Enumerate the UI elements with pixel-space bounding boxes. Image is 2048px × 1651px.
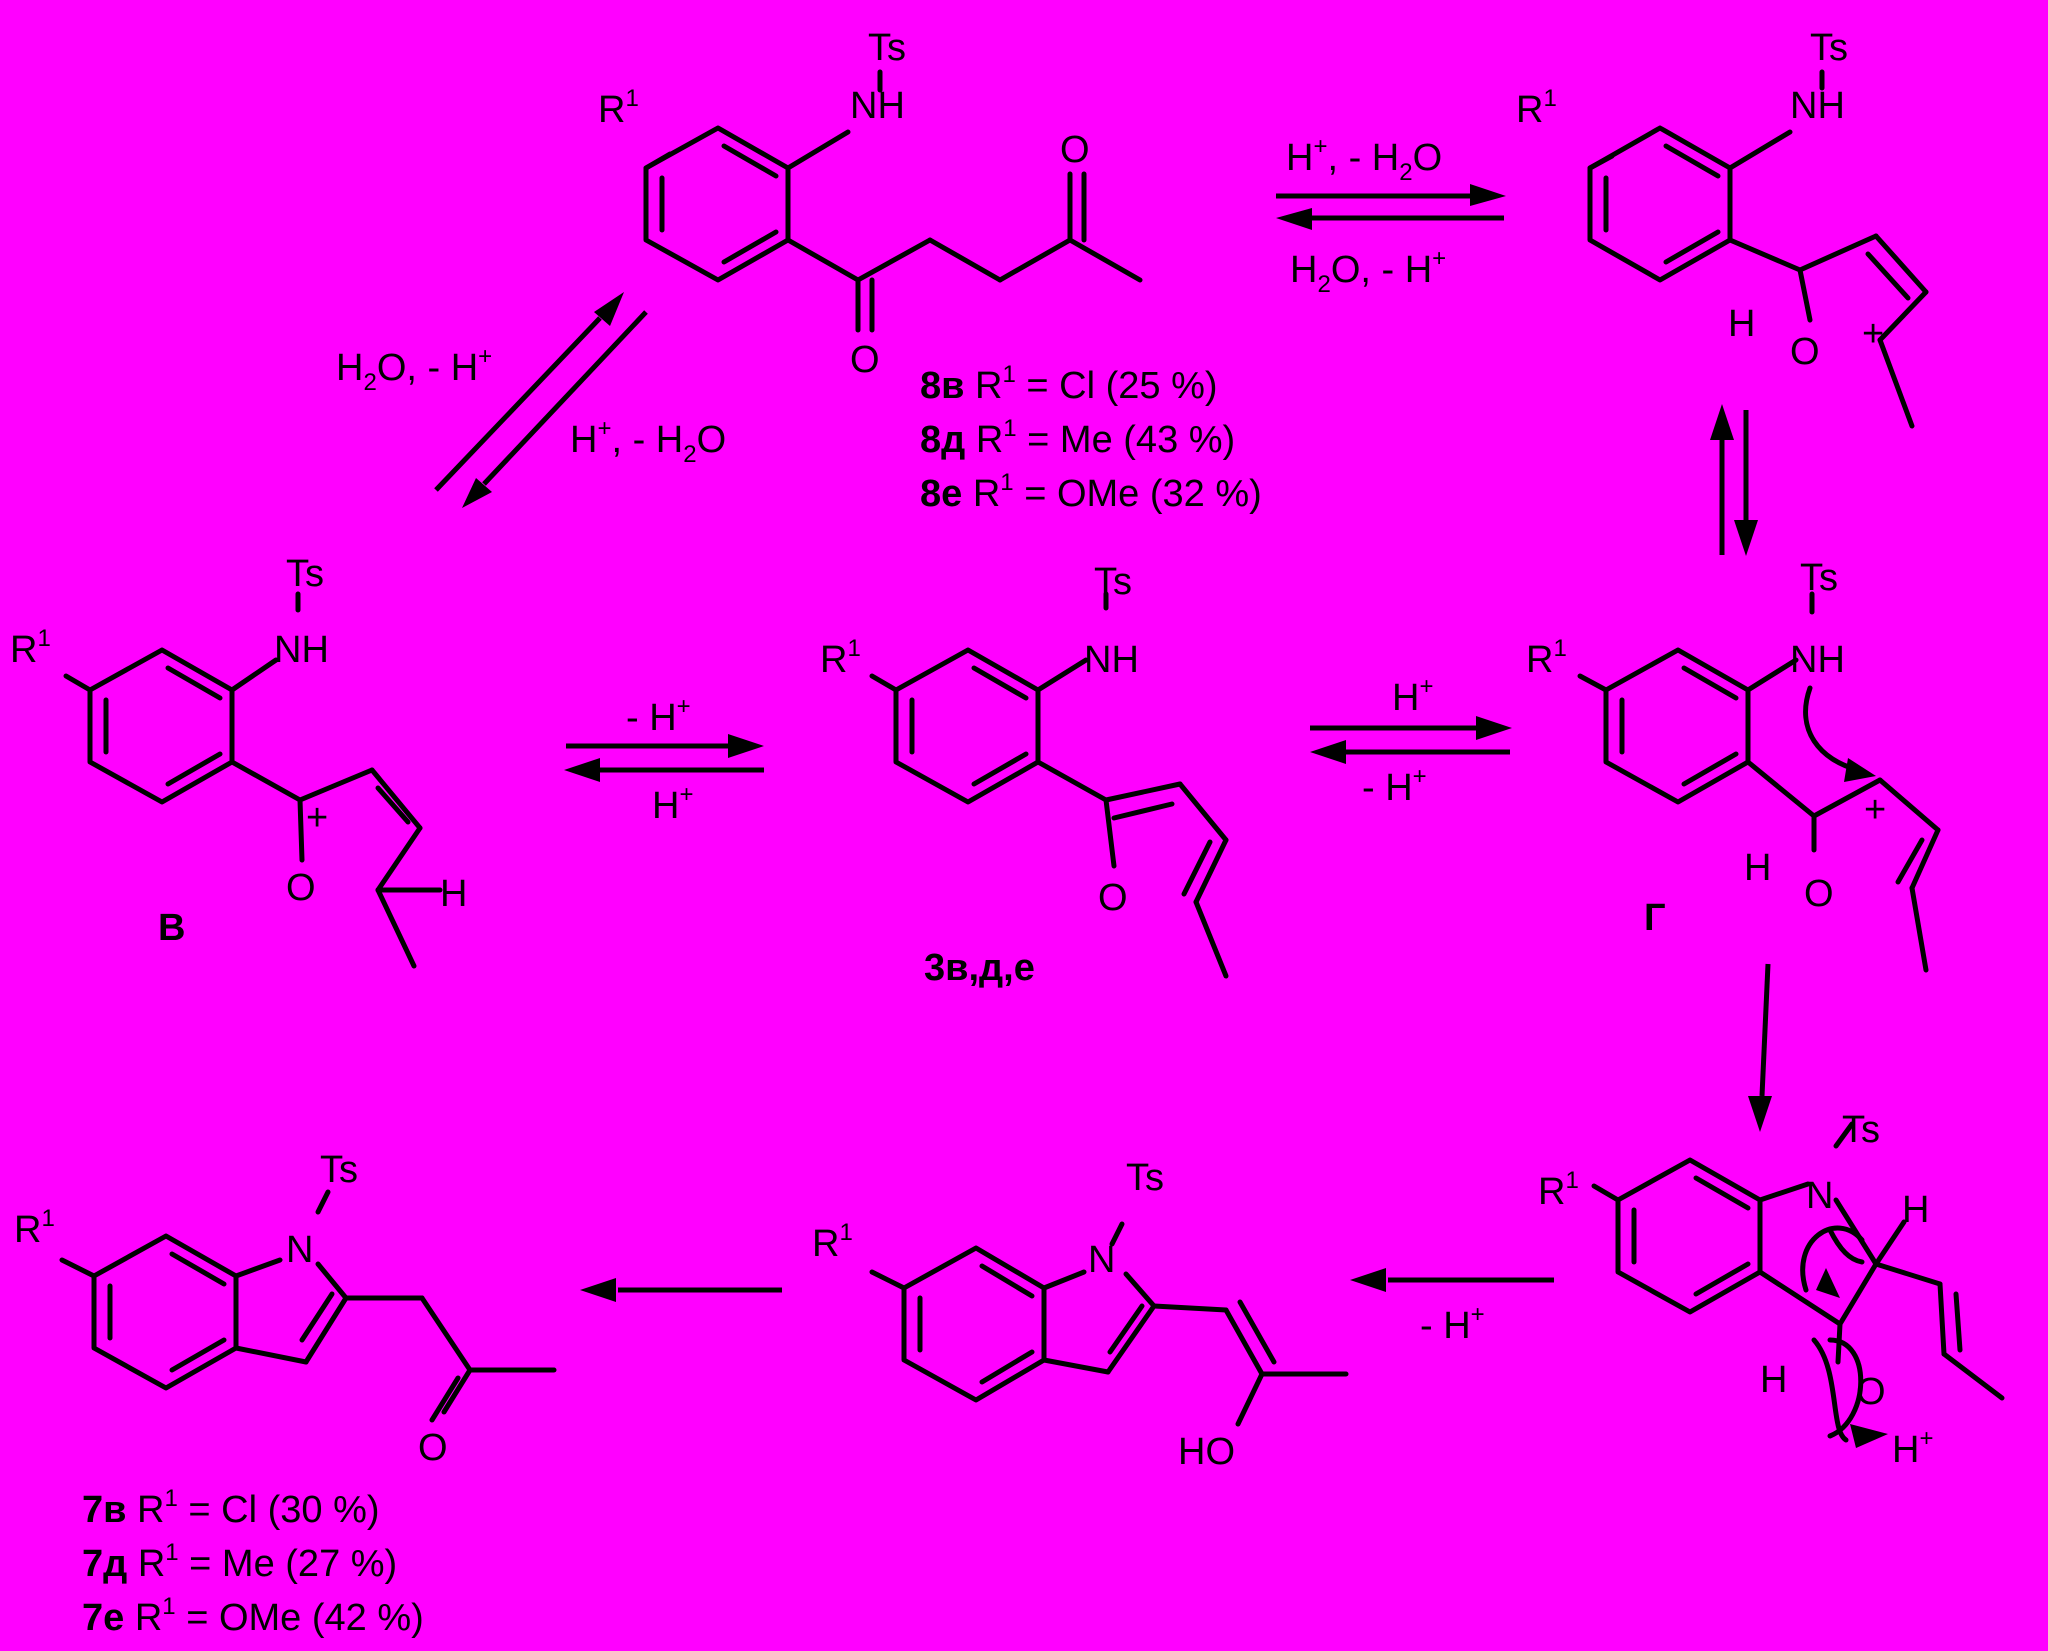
compound-name-3: 3в,д,е	[924, 947, 1035, 989]
compound-name-g: Г	[1644, 897, 1666, 939]
arrow-equilibrium-top	[1276, 184, 1506, 230]
label-nh: NH	[850, 85, 905, 127]
label-h: H	[1744, 847, 1771, 889]
label-o: O	[1804, 873, 1834, 915]
label-o: O	[1856, 1371, 1886, 1413]
label-h: H	[1728, 303, 1755, 345]
label-h-plus: H+	[1892, 1425, 1933, 1471]
condition-left-upper: H2O, - H+	[336, 343, 492, 396]
label-nh: NH	[1790, 85, 1845, 127]
label-n: N	[1088, 1239, 1115, 1281]
structure-enol-indole	[869, 1221, 1349, 1427]
condition-top-lower: H2O, - H+	[1290, 245, 1446, 298]
label-nh: NH	[274, 629, 329, 671]
label-ts: Ts	[286, 553, 324, 595]
label-o: O	[286, 867, 316, 909]
arrow-equilibrium-3-g	[1310, 716, 1512, 764]
label-r1: R1	[812, 1219, 853, 1265]
label-n: N	[1806, 1175, 1833, 1217]
label-plus: +	[1864, 789, 1886, 831]
label-r1: R1	[1516, 85, 1557, 131]
arrow-equilibrium-left-diagonal	[434, 292, 648, 508]
label-o: O	[850, 339, 880, 381]
label-r1: R1	[1538, 1167, 1579, 1213]
label-ts: Ts	[1800, 557, 1838, 599]
structure-cyclized-intermediate	[1591, 1121, 2005, 1448]
condition-b3-lower: H+	[652, 781, 693, 827]
structure-cation-b	[63, 591, 443, 969]
label-r1: R1	[820, 635, 861, 681]
structure-top-right-cation	[1587, 69, 1929, 429]
arrow-equilibrium-b-3	[564, 734, 764, 782]
label-ts: Ts	[1094, 561, 1132, 603]
label-o: O	[1790, 331, 1820, 373]
label-h: H	[440, 873, 467, 915]
condition-3g-upper: H+	[1392, 673, 1433, 719]
condition-b3-upper: - H+	[626, 693, 691, 739]
series8-line-1: 8в R1 = Cl (25 %)	[920, 361, 1218, 407]
condition-left-lower: H+, - H2O	[570, 415, 726, 468]
label-h: H	[1902, 1189, 1929, 1231]
arrow-left-deprotonation	[1350, 1268, 1554, 1292]
label-ts: Ts	[320, 1149, 358, 1191]
label-r1: R1	[10, 625, 51, 671]
structure-furan-3	[869, 591, 1229, 979]
label-n: N	[286, 1229, 313, 1271]
series7-line-3: 7е R1 = OMe (42 %)	[82, 1593, 424, 1639]
label-nh: NH	[1084, 639, 1139, 681]
label-o: O	[418, 1427, 448, 1469]
label-ts: Ts	[868, 27, 906, 69]
label-ho: HO	[1178, 1431, 1235, 1473]
series7-line-2: 7д R1 = Me (27 %)	[82, 1539, 397, 1585]
label-r1: R1	[1526, 635, 1567, 681]
structure-cation-g	[1577, 591, 1941, 973]
arrow-equilibrium-right-vertical	[1710, 404, 1758, 556]
structure-ketone-7	[59, 1189, 557, 1423]
compound-name-b: В	[158, 907, 185, 949]
label-o: O	[1098, 877, 1128, 919]
label-plus: +	[306, 797, 328, 839]
condition-top-upper: H+, - H2O	[1286, 133, 1442, 186]
label-h: H	[1760, 1359, 1787, 1401]
series8-line-3: 8е R1 = OMe (32 %)	[920, 469, 1262, 515]
series7-line-1: 7в R1 = Cl (30 %)	[82, 1485, 380, 1531]
structure-diketone-8	[643, 69, 1143, 333]
label-r1: R1	[14, 1205, 55, 1251]
label-o: O	[1060, 129, 1090, 171]
condition-deprotonation: - H+	[1420, 1301, 1485, 1347]
condition-3g-lower: - H+	[1362, 763, 1427, 809]
label-nh: NH	[1790, 639, 1845, 681]
label-ts: Ts	[1810, 27, 1848, 69]
label-ts: Ts	[1842, 1109, 1880, 1151]
label-ts: Ts	[1126, 1157, 1164, 1199]
series8-line-2: 8д R1 = Me (43 %)	[920, 415, 1235, 461]
label-plus: +	[1862, 313, 1884, 355]
label-r1: R1	[598, 85, 639, 131]
arrow-down-g-cyclization	[1748, 963, 1772, 1132]
arrow-left-tautomerization	[580, 1278, 782, 1302]
